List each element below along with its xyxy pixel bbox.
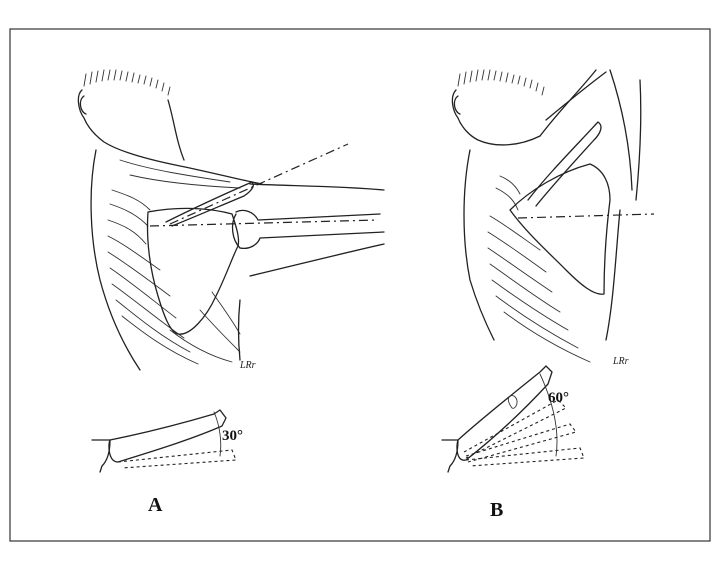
panel-a-scapular-axis xyxy=(169,143,349,225)
panel-b-signature: LRr xyxy=(612,356,629,367)
panel-a-arm-upper xyxy=(249,183,385,191)
panel-a-back xyxy=(90,149,141,371)
panel-b-scapular-spine xyxy=(527,121,602,207)
panel-b-inset-mid-position-2 xyxy=(463,399,567,459)
figure-frame xyxy=(9,28,711,542)
panel-b-inset: 60° xyxy=(441,365,585,473)
panel-a-scapular-spine xyxy=(165,181,254,227)
panel-b-head xyxy=(451,89,541,146)
panel-a-label: A xyxy=(148,494,163,516)
panel-b-label: B xyxy=(490,499,503,521)
panel-a-inset: 30° xyxy=(91,409,243,473)
panel-a-head xyxy=(77,89,263,185)
panel-b-inset-arc xyxy=(539,373,558,457)
panel-a-scapula xyxy=(146,207,240,335)
panel-b-angle-label: 60° xyxy=(548,390,569,406)
panel-a-humeral-head xyxy=(231,213,241,249)
panel-b-inset-mid-position-1 xyxy=(465,423,577,463)
panel-a-axilla xyxy=(237,299,241,361)
panel-b-inset-rest-position xyxy=(465,447,585,467)
panel-b-muscle-lines xyxy=(487,175,591,363)
panel-a-ear xyxy=(79,95,87,115)
panel-a-signature: LRr xyxy=(239,360,256,371)
panel-b-ear xyxy=(453,95,461,115)
panel-a-inset-bone xyxy=(108,409,227,463)
panel-a-inset-rest-position xyxy=(117,449,237,469)
panel-b-torso-side xyxy=(605,209,621,341)
panel-a-arm-lower xyxy=(249,243,385,277)
panel-a-trapezius xyxy=(119,159,241,189)
panel-b-hair xyxy=(457,69,545,96)
panel-a-illustration: LRr xyxy=(77,69,385,371)
panel-a-humerus xyxy=(235,209,385,250)
panel-a-inset-body xyxy=(91,439,111,473)
panel-a-horizontal-axis xyxy=(149,219,379,227)
panel-a-muscle-lines xyxy=(107,189,241,365)
panel-a-neck-front xyxy=(167,99,185,161)
panel-a-hair xyxy=(83,69,171,96)
panel-b-inset-loop xyxy=(507,395,518,409)
panel-b-illustration: LRr xyxy=(451,69,655,367)
panel-b-inset-bone xyxy=(456,365,553,461)
panel-b-arm-inner xyxy=(545,71,642,201)
panel-b-horizontal-axis xyxy=(517,213,655,219)
panel-a-angle-label: 30° xyxy=(222,428,243,444)
panel-b-back xyxy=(463,149,495,341)
panel-a-inset-arc xyxy=(213,411,222,457)
panel-b-inset-body xyxy=(441,439,459,473)
panel-b-scapula xyxy=(509,163,611,295)
